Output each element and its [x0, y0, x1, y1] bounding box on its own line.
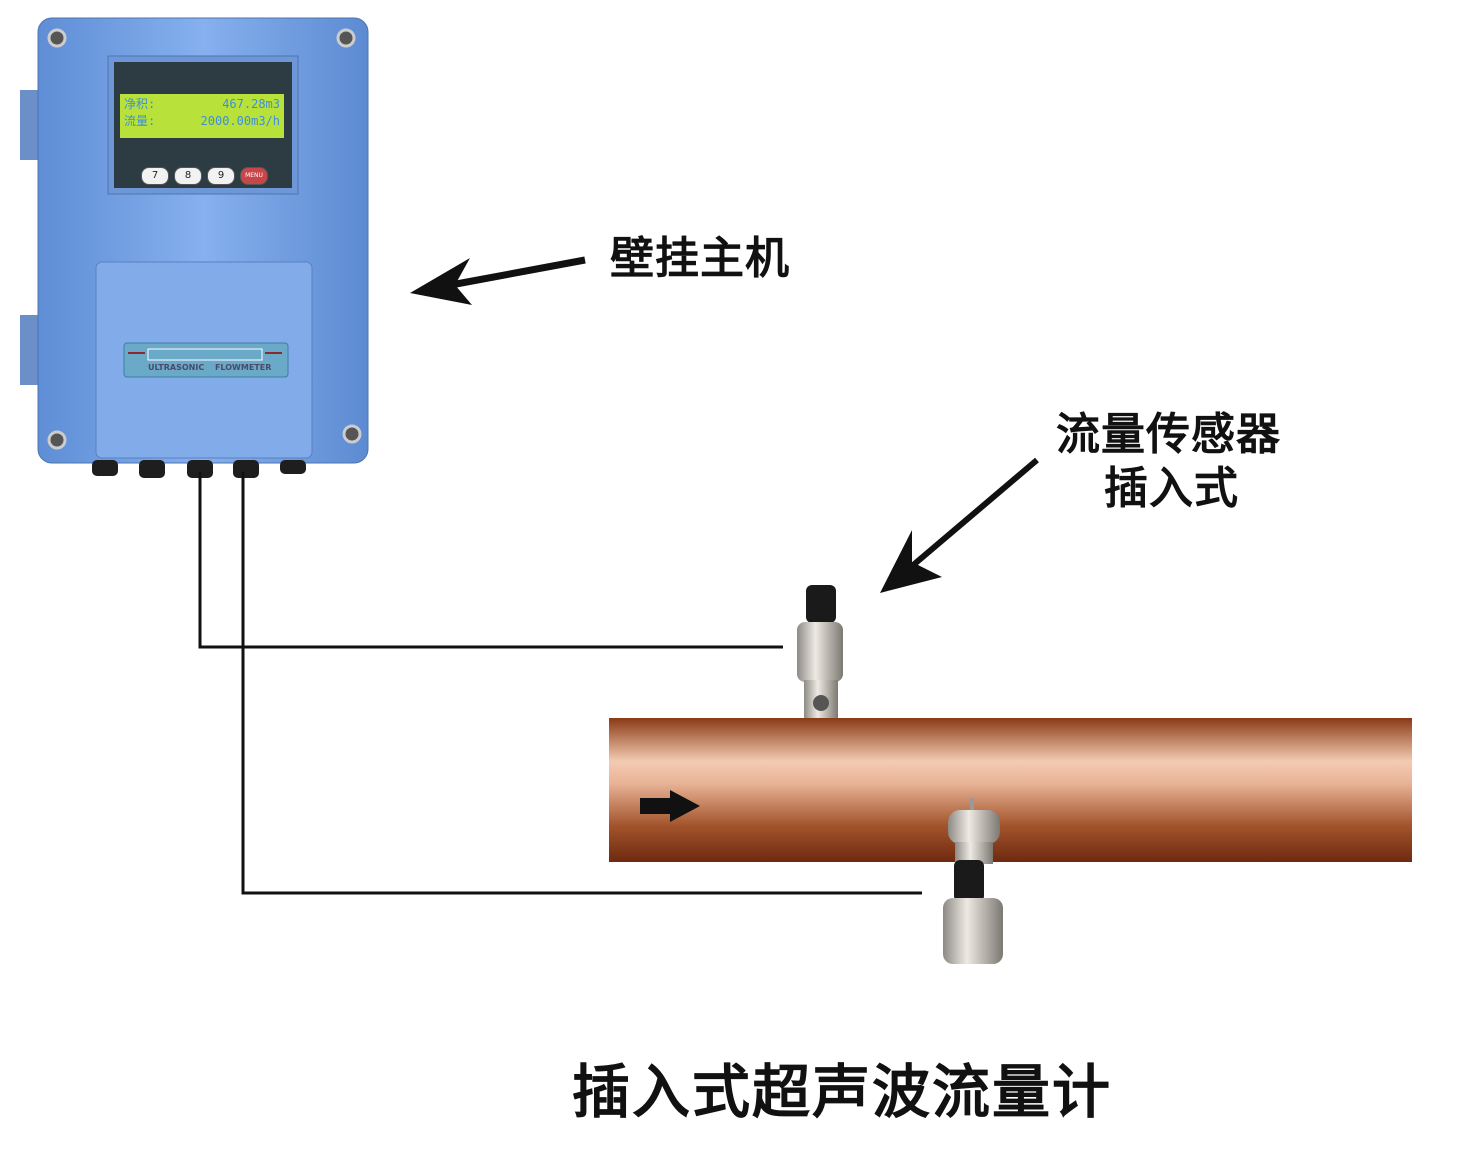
lcd-display: 净积: 467.28m3 流量: 2000.00m3/h [120, 94, 284, 138]
cable-upstream [198, 472, 783, 649]
wall-mounted-host [20, 17, 369, 478]
key-8[interactable]: 8 [174, 167, 202, 185]
lcd-total-value: 467.28m3 [222, 97, 280, 111]
insertion-sensor-bottom [943, 798, 1003, 964]
lcd-flow-label: 流量: [124, 114, 156, 128]
sensor-label: 流量传感器 [1056, 409, 1281, 460]
diagram-title: 插入式超声波流量计 [572, 1058, 1113, 1126]
host-label: 壁挂主机 [610, 233, 790, 284]
insertion-sensor-top [797, 585, 843, 718]
sensor-callout-arrow-icon [880, 457, 1039, 593]
flow-direction-arrow-icon [640, 790, 700, 822]
key-menu[interactable]: MENU [240, 167, 268, 185]
nameplate-text: ULTRASONIC FLOWMETER [148, 363, 272, 372]
cable-downstream [241, 472, 922, 895]
sensor-type-label: 插入式 [1104, 463, 1239, 514]
lcd-flow-value: 2000.00m3/h [200, 114, 280, 128]
key-7[interactable]: 7 [141, 167, 169, 185]
key-9[interactable]: 9 [207, 167, 235, 185]
lcd-total-label: 净积: [124, 97, 156, 111]
pipe [609, 718, 1412, 862]
host-callout-arrow-icon [410, 256, 586, 305]
